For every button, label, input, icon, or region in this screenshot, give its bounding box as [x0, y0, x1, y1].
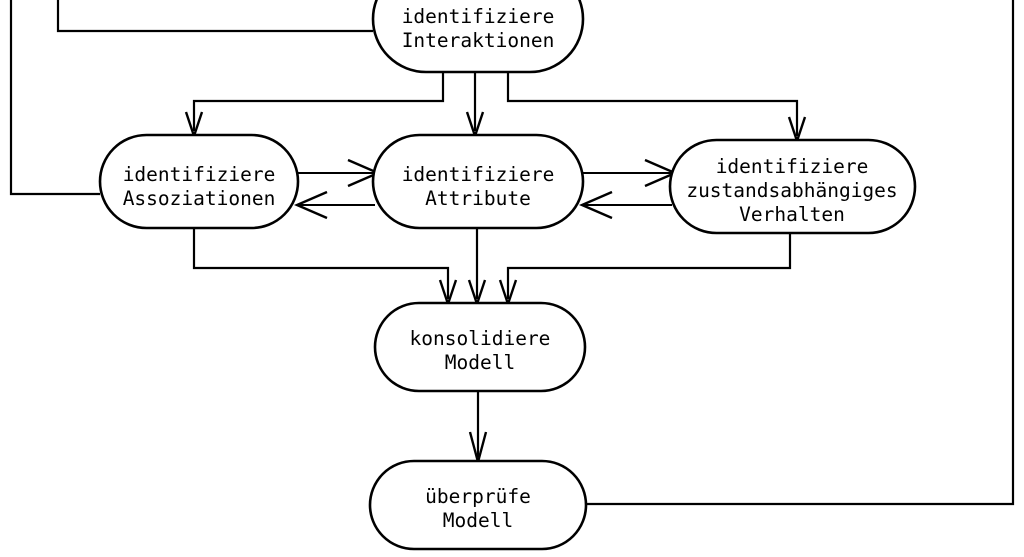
- edge-interaktionen-to-assoziationen: [192, 72, 445, 131]
- edge-layer: [9, 0, 1015, 506]
- node-verhalten-shape: [668, 138, 917, 235]
- node-konsolidiere[interactable]: konsolidiere Modell: [373, 301, 587, 393]
- node-ueberpruefe-label-line1: überprüfe: [425, 485, 531, 508]
- edge-assoziationen-to-konsolidiere: [192, 228, 450, 299]
- node-interaktionen-label-line1: identifiziere: [402, 5, 555, 28]
- node-verhalten-label-line2: zustandsabhängiges: [686, 179, 897, 202]
- node-konsolidiere-shape: [373, 301, 587, 393]
- node-konsolidiere-label-line2: Modell: [445, 351, 515, 374]
- node-interaktionen[interactable]: identifiziere Interaktionen: [371, 0, 585, 74]
- node-assoziationen[interactable]: identifiziere Assoziationen: [98, 133, 300, 230]
- node-assoziationen-shape: [98, 133, 300, 230]
- node-ueberpruefe[interactable]: überprüfe Modell: [368, 459, 588, 551]
- node-verhalten-label-line3: Verhalten: [739, 203, 845, 226]
- node-konsolidiere-label-line1: konsolidiere: [410, 327, 551, 350]
- edge-ueberpruefe-feedback-right: [586, 0, 1015, 506]
- node-layer: identifiziere Interaktionen identifizier…: [98, 0, 917, 551]
- node-verhalten[interactable]: identifiziere zustandsabhängiges Verhalt…: [668, 138, 917, 235]
- node-attribute[interactable]: identifiziere Attribute: [371, 133, 585, 230]
- node-attribute-label-line1: identifiziere: [402, 163, 555, 186]
- arrowhead-verhalten-to-attribute: [578, 190, 613, 220]
- edge-verhalten-to-konsolidiere: [506, 233, 792, 299]
- node-assoziationen-label-line1: identifiziere: [123, 163, 276, 186]
- node-verhalten-label-line1: identifiziere: [716, 155, 869, 178]
- arrowhead-attribute-to-assoziationen: [293, 190, 328, 220]
- edge-assoziationen-feedback-left: [9, 0, 100, 196]
- node-ueberpruefe-shape: [368, 459, 588, 551]
- node-interaktionen-label-line2: Interaktionen: [402, 29, 555, 52]
- node-attribute-shape: [371, 133, 585, 230]
- edge-interaktionen-to-verhalten: [506, 72, 799, 136]
- edge-interaktionen-feedback-left: [56, 0, 373, 33]
- node-assoziationen-label-line2: Assoziationen: [123, 187, 276, 210]
- node-ueberpruefe-label-line2: Modell: [443, 509, 513, 532]
- node-attribute-label-line2: Attribute: [425, 187, 531, 210]
- node-interaktionen-shape: [371, 0, 585, 74]
